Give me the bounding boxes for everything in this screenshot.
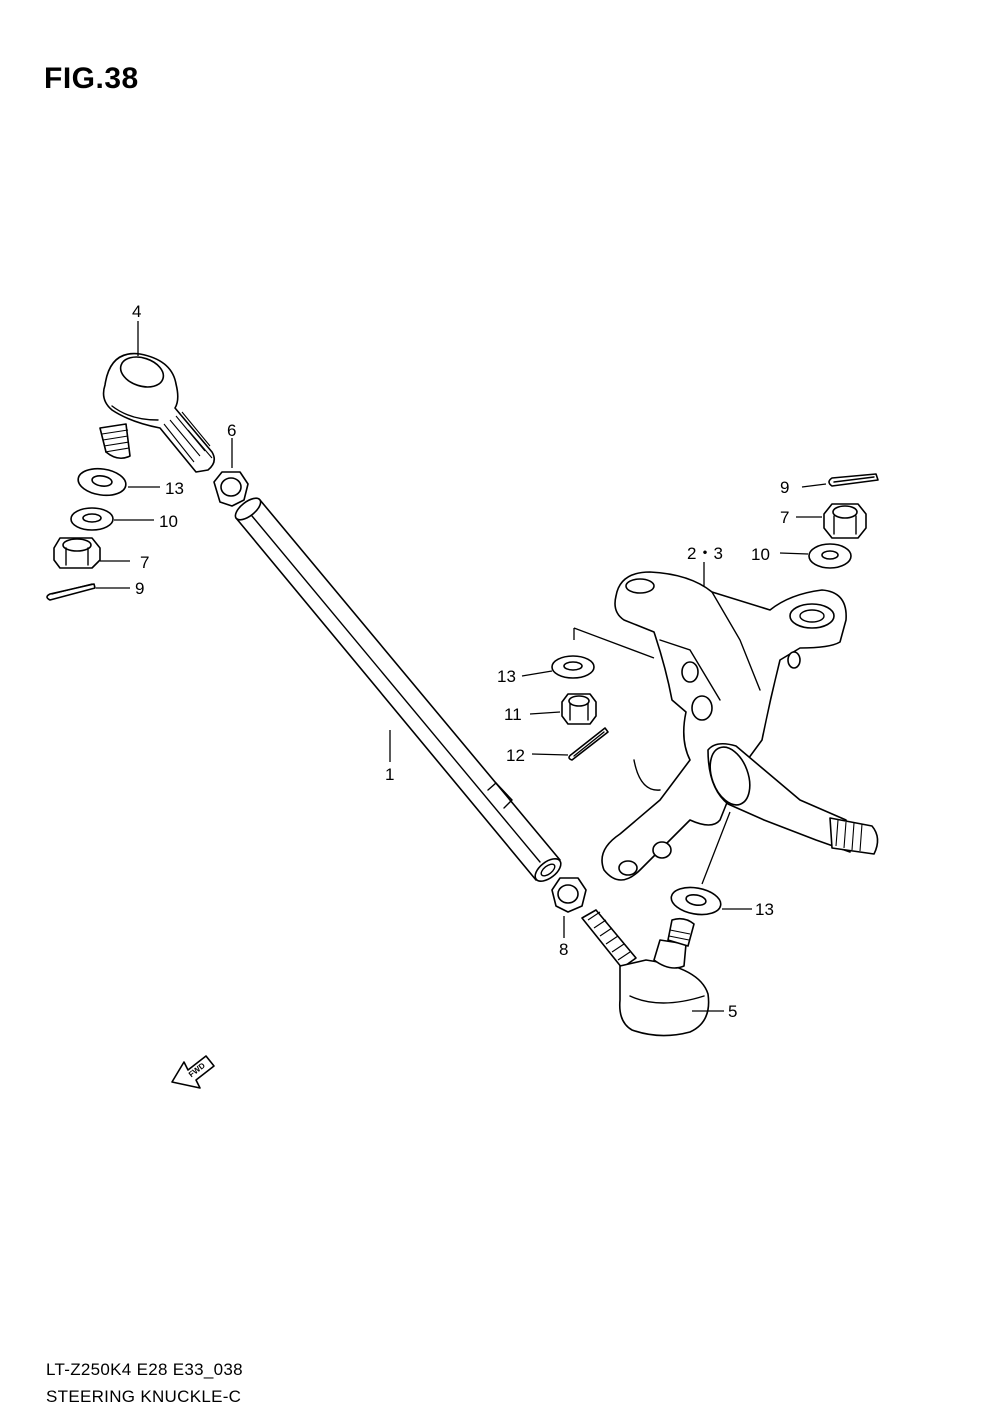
washer-left — [77, 467, 127, 497]
callout-4: 4 — [132, 302, 141, 321]
callout-12: 12 — [506, 746, 525, 765]
castle-nut-left — [53, 537, 101, 569]
castle-nut-11 — [561, 693, 597, 725]
tie-rod-end-upper — [99, 352, 216, 473]
lock-nut-6 — [213, 471, 249, 507]
fwd-arrow-icon: FWD — [171, 1055, 215, 1089]
lock-washer-right — [808, 543, 852, 569]
callout-5: 5 — [728, 1002, 737, 1021]
callout-10-right: 10 — [751, 545, 770, 564]
cotter-pin-left — [46, 583, 96, 601]
callout-7-left: 7 — [140, 553, 149, 572]
cotter-pin-12 — [568, 727, 609, 761]
callout-2-3: 2・3 — [687, 544, 723, 563]
callout-11: 11 — [504, 705, 522, 724]
model-code: LT-Z250K4 E28 E33_038 — [46, 1360, 243, 1379]
tie-rod — [234, 497, 562, 882]
cotter-pin-right — [828, 473, 879, 487]
callout-10-left: 10 — [159, 512, 178, 531]
callout-13-bottom: 13 — [755, 900, 774, 919]
washer-mid — [551, 655, 595, 679]
callout-6: 6 — [227, 421, 236, 440]
tie-rod-end-lower — [581, 909, 710, 1037]
callout-1: 1 — [385, 765, 394, 784]
callout-8: 8 — [559, 940, 568, 959]
section-name: STEERING KNUCKLE-C — [46, 1387, 242, 1406]
leader-lines — [96, 321, 827, 1012]
castle-nut-right — [823, 503, 867, 539]
callout-9-left: 9 — [135, 579, 144, 598]
callout-9-right: 9 — [780, 478, 789, 497]
callout-13-mid: 13 — [497, 667, 516, 686]
washer-bottom — [670, 886, 722, 916]
steering-knuckle — [601, 571, 879, 881]
lock-nut-8 — [551, 877, 587, 913]
callout-7-right: 7 — [780, 508, 789, 527]
lock-washer-left — [70, 507, 114, 531]
figure-title: FIG.38 — [44, 62, 139, 95]
callout-13-left: 13 — [165, 479, 184, 498]
